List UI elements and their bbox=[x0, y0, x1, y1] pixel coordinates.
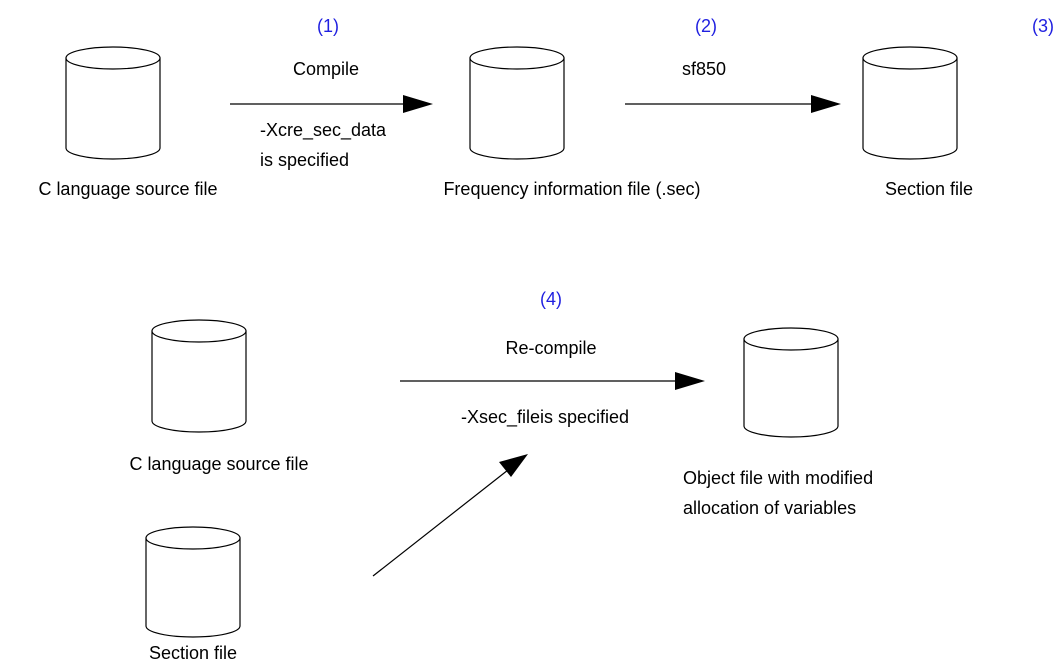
compile-option-line2: is specified bbox=[260, 150, 349, 170]
frequency-info-file-cylinder bbox=[469, 46, 565, 160]
step-number-1: (1) bbox=[317, 16, 339, 36]
sf850-arrow bbox=[625, 95, 841, 113]
compile-label: Compile bbox=[293, 59, 359, 79]
object-file-label-line2: allocation of variables bbox=[683, 498, 856, 518]
step-number-4: (4) bbox=[540, 289, 562, 309]
object-file-cylinder bbox=[743, 327, 839, 438]
recompile-arrow bbox=[400, 372, 705, 390]
object-file-label-line1: Object file with modified bbox=[683, 468, 873, 488]
step-number-3: (3) bbox=[1032, 16, 1054, 36]
step-number-2: (2) bbox=[695, 16, 717, 36]
c-source-file-label-bottom: C language source file bbox=[129, 454, 308, 474]
c-source-file-label-top: C language source file bbox=[38, 179, 217, 199]
recompile-label: Re-compile bbox=[505, 338, 596, 358]
recompile-option: -Xsec_fileis specified bbox=[461, 407, 629, 428]
section-file-label-bottom: Section file bbox=[149, 643, 237, 663]
frequency-info-file-label: Frequency information file (.sec) bbox=[443, 179, 700, 199]
section-file-cylinder-bottom bbox=[145, 526, 241, 638]
c-source-file-cylinder-top bbox=[65, 46, 161, 160]
section-file-cylinder-top bbox=[862, 46, 958, 160]
sf850-label: sf850 bbox=[682, 59, 726, 79]
c-source-file-cylinder-bottom bbox=[151, 319, 247, 433]
section-file-input-arrow bbox=[372, 454, 528, 577]
compile-arrow bbox=[230, 95, 433, 113]
compile-option-line1: -Xcre_sec_data bbox=[260, 120, 387, 141]
section-file-label-top: Section file bbox=[885, 179, 973, 199]
